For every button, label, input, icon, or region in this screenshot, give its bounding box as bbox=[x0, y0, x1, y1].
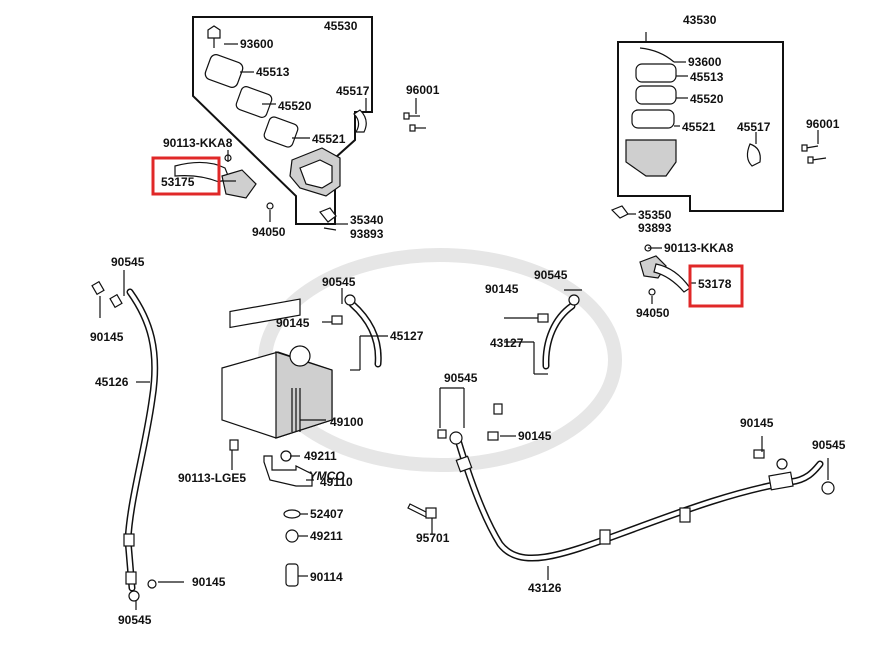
label-90145-a: 90145 bbox=[90, 330, 124, 344]
label-52407: 52407 bbox=[310, 507, 344, 521]
lever-53178 bbox=[653, 263, 691, 293]
cap-45513-a bbox=[204, 54, 244, 88]
brake-hose-45126 bbox=[91, 270, 184, 610]
brake-hose-43126 bbox=[407, 387, 835, 580]
screw-93600-b bbox=[639, 47, 675, 63]
label-90545-e: 90545 bbox=[444, 371, 478, 385]
label-90145-f: 90145 bbox=[740, 416, 774, 430]
plate-45521-a bbox=[263, 116, 299, 148]
label-94050-a: 94050 bbox=[252, 225, 286, 239]
rear-master-cylinder-group bbox=[617, 32, 784, 296]
highlight-53178 bbox=[688, 264, 744, 308]
nut-94050-b bbox=[648, 288, 656, 296]
label-45520-a: 45520 bbox=[278, 99, 312, 113]
label-90545-c: 90545 bbox=[322, 275, 356, 289]
highlight-53175 bbox=[151, 156, 221, 196]
label-45517-a: 45517 bbox=[336, 84, 370, 98]
label-96001-a: 96001 bbox=[406, 83, 440, 97]
leaders-right-group bbox=[628, 61, 819, 304]
label-35350: 35350 bbox=[638, 208, 672, 222]
bracket-45517-b bbox=[746, 143, 761, 167]
brake-hose-45127 bbox=[322, 288, 388, 371]
label-90113-lge5: 90113-LGE5 bbox=[178, 471, 246, 485]
label-90145-d: 90145 bbox=[485, 282, 519, 296]
label-93600-b: 93600 bbox=[688, 55, 722, 69]
label-90545-d: 90545 bbox=[534, 268, 568, 282]
label-94050-b: 94050 bbox=[636, 306, 670, 320]
label-45126: 45126 bbox=[95, 375, 129, 389]
label-90113-kka8-b: 90113-KKA8 bbox=[664, 241, 734, 255]
label-53178: 53178 bbox=[698, 277, 732, 291]
label-49211-b: 49211 bbox=[310, 529, 343, 543]
cap-45513-b bbox=[635, 63, 677, 83]
clip-35340 bbox=[319, 207, 337, 231]
label-93893-a: 93893 bbox=[350, 227, 384, 241]
label-45521-a: 45521 bbox=[312, 132, 346, 146]
brake-hose-43127 bbox=[504, 289, 582, 375]
label-35340: 35340 bbox=[350, 213, 384, 227]
group-frame-43530 bbox=[617, 41, 784, 212]
bracket-45517-a bbox=[353, 109, 367, 133]
label-49211-a: 49211 bbox=[304, 449, 337, 463]
label-49100: 49100 bbox=[330, 415, 364, 429]
nut-94050-a bbox=[266, 202, 274, 210]
label-90114: 90114 bbox=[310, 570, 343, 584]
label-90145-c: 90145 bbox=[276, 316, 310, 330]
label-90545-a: 90545 bbox=[111, 255, 145, 269]
front-master-cylinder-group bbox=[174, 16, 373, 225]
plate-45521-b bbox=[631, 109, 675, 129]
lever-pivot-a bbox=[221, 169, 257, 199]
screw-93600-a bbox=[207, 25, 221, 39]
label-90145-e: 90145 bbox=[518, 429, 552, 443]
label-93600-a: 93600 bbox=[240, 37, 274, 51]
label-93893-b: 93893 bbox=[638, 221, 672, 235]
label-49110: 49110 bbox=[320, 475, 353, 489]
label-90113-kka8-a: 90113-KKA8 bbox=[163, 136, 233, 150]
label-45513-b: 45513 bbox=[690, 70, 724, 84]
part-labels: 45530 93600 45513 45520 45517 45521 9011… bbox=[90, 13, 846, 627]
master-cylinder-body-b bbox=[625, 139, 677, 177]
label-90145-b: 90145 bbox=[192, 575, 226, 589]
label-43126: 43126 bbox=[528, 581, 562, 595]
label-45513-a: 45513 bbox=[256, 65, 290, 79]
label-45530: 45530 bbox=[324, 19, 358, 33]
label-43127: 43127 bbox=[490, 336, 524, 350]
clip-35350 bbox=[610, 205, 629, 219]
label-96001-b: 96001 bbox=[806, 117, 840, 131]
diaphragm-45520-b bbox=[635, 85, 677, 105]
label-90545-b: 90545 bbox=[118, 613, 152, 627]
abs-modulator-49100 bbox=[221, 298, 333, 439]
diaphragm-45520-a bbox=[235, 86, 273, 118]
label-45520-b: 45520 bbox=[690, 92, 724, 106]
label-43530: 43530 bbox=[683, 13, 717, 27]
leaders-left-group bbox=[220, 43, 417, 225]
label-90545-f: 90545 bbox=[812, 438, 846, 452]
abs-connector bbox=[291, 388, 301, 432]
abs-bracket-49110 bbox=[229, 439, 314, 587]
label-45521-b: 45521 bbox=[682, 120, 716, 134]
label-45517-b: 45517 bbox=[737, 120, 771, 134]
bolts-96001-a bbox=[403, 112, 426, 132]
label-53175: 53175 bbox=[161, 175, 195, 189]
label-45127: 45127 bbox=[390, 329, 424, 343]
label-95701: 95701 bbox=[416, 531, 450, 545]
bolts-96001-b bbox=[801, 144, 827, 164]
